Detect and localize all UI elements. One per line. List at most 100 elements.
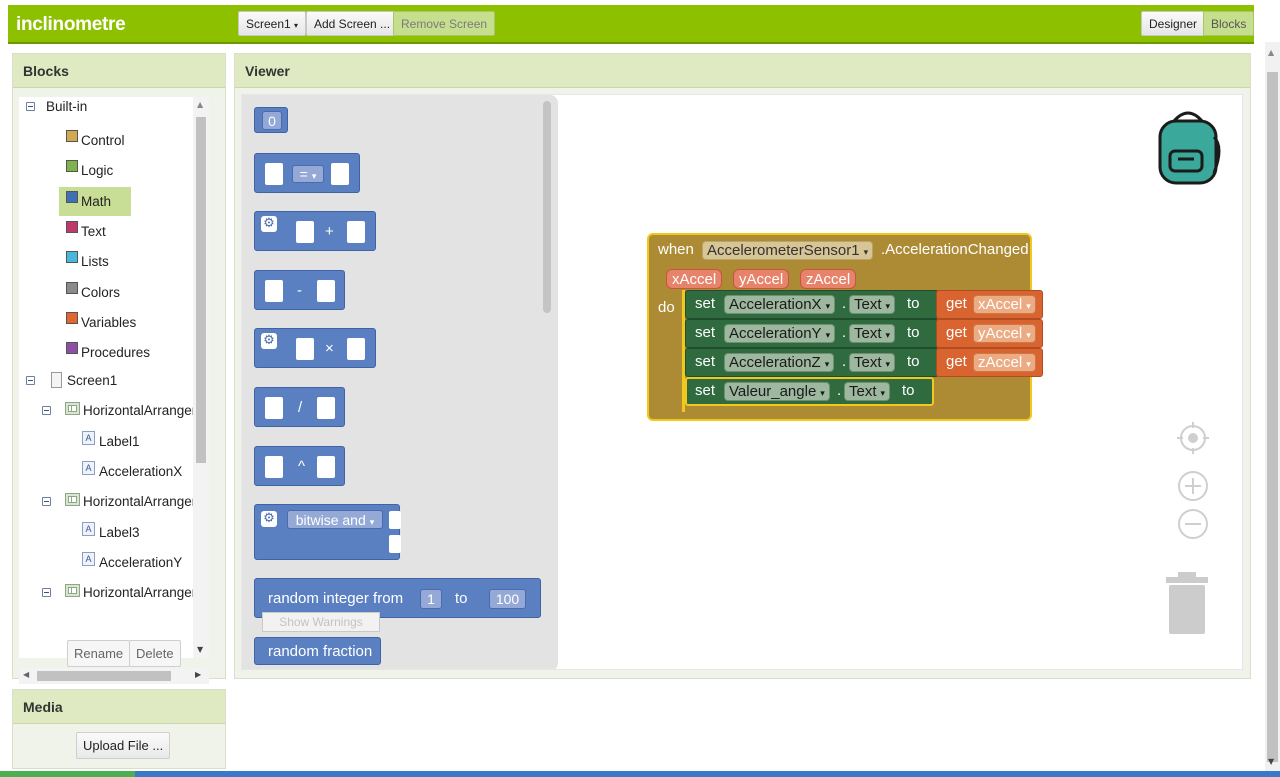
label-icon: A — [82, 522, 95, 536]
compare-block[interactable]: =▾ — [254, 153, 360, 193]
set-component-dropdown[interactable]: AccelerationZ▾ — [724, 353, 835, 372]
set-accelerationz-block[interactable]: set AccelerationZ▾ . Text▾ to — [685, 348, 939, 377]
tree-item-arrangement1[interactable]: HorizontalArrangemen — [83, 403, 209, 418]
gear-icon[interactable]: ⚙ — [261, 216, 277, 232]
subtract-block[interactable]: - — [254, 270, 345, 310]
get-yaccel-block[interactable]: get yAccel▾ — [936, 319, 1043, 348]
upload-file-button[interactable]: Upload File ... — [76, 732, 171, 759]
page-scroll-down-arrow-icon[interactable]: ▼ — [1268, 757, 1275, 766]
event-name: .AccelerationChanged — [881, 241, 1029, 258]
param-zaccel[interactable]: zAccel — [800, 269, 857, 289]
blocks-button[interactable]: Blocks — [1203, 11, 1255, 36]
number-block-value[interactable]: 0 — [262, 111, 282, 130]
tree-item-math[interactable]: Math — [59, 187, 131, 216]
zoom-out-icon[interactable] — [1177, 508, 1209, 540]
tree-item-text[interactable]: Text — [65, 219, 135, 241]
get-zaccel-block[interactable]: get zAccel▾ — [936, 348, 1043, 377]
collapse-arrangement3-toggle[interactable] — [42, 588, 51, 597]
get-xaccel-block[interactable]: get xAccel▾ — [936, 290, 1043, 319]
get-variable-dropdown[interactable]: zAccel▾ — [973, 353, 1036, 372]
tree-item-variables-label: Variables — [81, 315, 137, 330]
scroll-down-arrow-icon[interactable]: ▼ — [197, 645, 204, 654]
page-scroll-up-arrow-icon[interactable]: ▲ — [1268, 48, 1275, 57]
random-fraction-block[interactable]: random fraction — [254, 637, 381, 665]
tree-item-logic[interactable]: Logic — [65, 158, 135, 180]
scroll-right-arrow-icon[interactable]: ▶ — [195, 670, 202, 679]
show-warnings-button[interactable]: Show Warnings — [262, 612, 380, 632]
tree-item-label3[interactable]: Label3 — [99, 525, 140, 540]
random-integer-to-value[interactable]: 100 — [489, 589, 526, 609]
tree-item-procedures[interactable]: Procedures — [65, 340, 155, 362]
tree-item-control[interactable]: Control — [65, 128, 135, 150]
tree-horizontal-scrollbar[interactable]: ◀ ▶ — [19, 668, 209, 684]
set-accelerationy-block[interactable]: set AccelerationY▾ . Text▾ to — [685, 319, 939, 348]
acceleration-changed-event-block[interactable]: when AccelerometerSensor1▾ .Acceleration… — [647, 233, 1043, 421]
set-accelerationx-block[interactable]: set AccelerationX▾ . Text▾ to — [685, 290, 939, 319]
tree-item-label1[interactable]: Label1 — [99, 434, 140, 449]
screen-select-dropdown[interactable]: Screen1 ▾ — [238, 11, 307, 36]
set-component-dropdown[interactable]: Valeur_angle▾ — [724, 382, 830, 401]
power-block[interactable]: ^ — [254, 446, 345, 486]
tree-item-arrangement2[interactable]: HorizontalArrangemen — [83, 494, 209, 509]
set-property-dropdown[interactable]: Text▾ — [844, 382, 891, 401]
random-integer-block[interactable]: random integer from 1 to 100 — [254, 578, 541, 618]
collapse-arrangement1-toggle[interactable] — [42, 406, 51, 415]
horizontal-arrangement-icon — [65, 402, 80, 415]
remove-screen-button[interactable]: Remove Screen — [393, 11, 496, 36]
get-variable-dropdown[interactable]: yAccel▾ — [973, 324, 1036, 343]
compare-input-b — [331, 163, 349, 185]
scroll-up-arrow-icon[interactable]: ▲ — [197, 100, 204, 109]
set-valeur-angle-block[interactable]: set Valeur_angle▾ . Text▾ to — [685, 377, 934, 406]
trash-icon[interactable] — [1165, 572, 1209, 634]
set-property: Text — [854, 296, 882, 313]
flyout-scrollbar[interactable] — [543, 101, 551, 313]
designer-button[interactable]: Designer — [1141, 11, 1206, 36]
param-yaccel[interactable]: yAccel — [733, 269, 790, 289]
text-color-swatch-icon — [66, 221, 78, 233]
tree-vertical-scroll-thumb[interactable] — [196, 117, 206, 463]
event-component-dropdown[interactable]: AccelerometerSensor1▾ — [702, 241, 874, 260]
param-xaccel[interactable]: xAccel — [666, 269, 723, 289]
divide-block[interactable]: / — [254, 387, 345, 427]
backpack-icon[interactable] — [1154, 107, 1222, 187]
gear-icon[interactable]: ⚙ — [261, 333, 277, 349]
tree-item-arrangement3[interactable]: HorizontalArrangemen — [83, 585, 209, 600]
collapse-screen1-toggle[interactable] — [26, 376, 35, 385]
delete-button[interactable]: Delete — [129, 640, 181, 667]
compare-operator-dropdown[interactable]: =▾ — [292, 165, 324, 183]
get-variable-dropdown[interactable]: xAccel▾ — [973, 295, 1036, 314]
add-block[interactable]: ⚙ + — [254, 211, 376, 251]
recenter-icon[interactable] — [1177, 422, 1209, 454]
set-property-dropdown[interactable]: Text▾ — [849, 295, 896, 314]
bitwise-block[interactable]: ⚙ bitwise and▾ — [254, 504, 401, 560]
gear-icon[interactable]: ⚙ — [261, 511, 277, 527]
builtin-label[interactable]: Built-in — [46, 99, 88, 114]
page-vertical-scrollbar[interactable]: ▲ ▼ — [1265, 42, 1280, 771]
tree-item-lists[interactable]: Lists — [65, 249, 135, 271]
set-property-dropdown[interactable]: Text▾ — [849, 324, 896, 343]
collapse-builtin-toggle[interactable] — [26, 102, 35, 111]
tree-item-accelerationx[interactable]: AccelerationX — [99, 464, 183, 479]
label-icon: A — [82, 552, 95, 566]
tree-item-accelerationy[interactable]: AccelerationY — [99, 555, 183, 570]
zoom-in-icon[interactable] — [1177, 470, 1209, 502]
set-component-dropdown[interactable]: AccelerationY▾ — [724, 324, 836, 343]
rename-button[interactable]: Rename — [67, 640, 131, 667]
bitwise-operator-dropdown[interactable]: bitwise and▾ — [287, 510, 383, 529]
collapse-arrangement2-toggle[interactable] — [42, 497, 51, 506]
multiply-block[interactable]: ⚙ × — [254, 328, 376, 368]
random-integer-from-value[interactable]: 1 — [420, 589, 442, 609]
page-vertical-scroll-thumb[interactable] — [1267, 72, 1278, 762]
number-block[interactable]: 0 — [254, 107, 288, 133]
set-component-dropdown[interactable]: AccelerationX▾ — [724, 295, 836, 314]
tree-item-colors[interactable]: Colors — [65, 280, 135, 302]
add-screen-button[interactable]: Add Screen ... — [306, 11, 399, 36]
tree-vertical-scrollbar[interactable]: ▲ ▼ — [193, 97, 209, 658]
scroll-left-arrow-icon[interactable]: ◀ — [23, 670, 30, 679]
blocks-workspace[interactable]: 0 =▾ ⚙ + - ⚙ × / — [241, 94, 1243, 670]
tree-horizontal-scroll-thumb[interactable] — [37, 671, 171, 681]
set-property-dropdown[interactable]: Text▾ — [849, 353, 896, 372]
power-input-b — [317, 456, 335, 478]
tree-item-variables[interactable]: Variables — [65, 310, 145, 332]
tree-item-screen1[interactable]: Screen1 — [67, 373, 118, 388]
